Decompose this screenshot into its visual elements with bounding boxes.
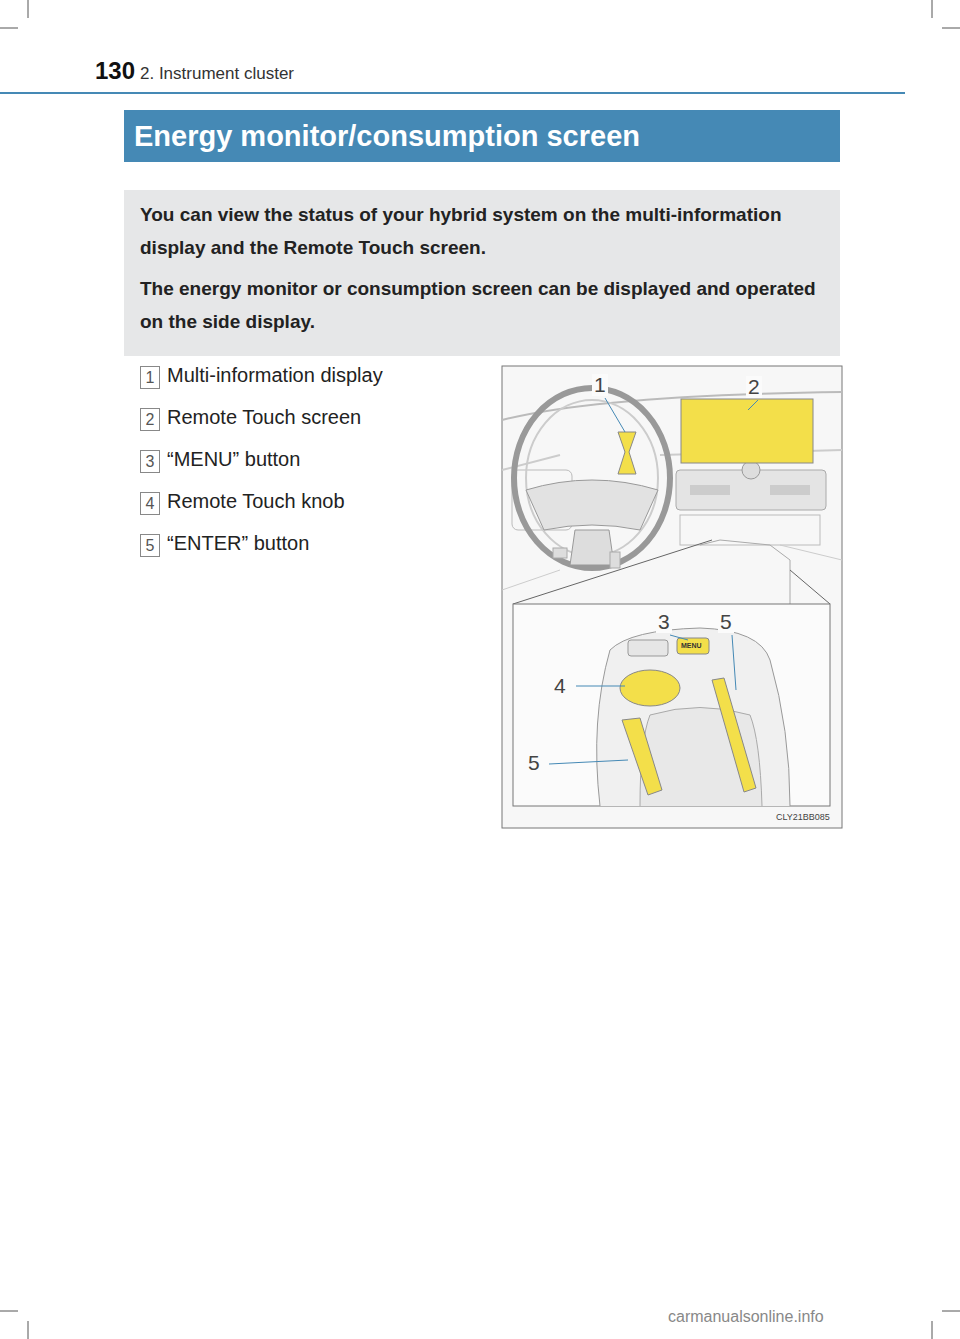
- callout-number: 1: [140, 366, 160, 389]
- callout-number: 1: [592, 374, 608, 396]
- item-text: Multi-information display: [167, 364, 383, 387]
- watermark: carmanualsonline.info: [668, 1308, 824, 1326]
- page-number: 130: [95, 57, 135, 85]
- callout-number: 5: [718, 611, 734, 633]
- item-text: “MENU” button: [167, 448, 300, 471]
- item-text: Remote Touch knob: [167, 490, 345, 513]
- callout-number: 3: [140, 450, 160, 473]
- intro-text: The energy monitor or consumption screen…: [140, 272, 826, 338]
- callout-number: 2: [140, 408, 160, 431]
- callout-number: 3: [656, 611, 672, 633]
- title-band: Energy monitor/consumption screen: [124, 110, 840, 162]
- intro-text: You can view the status of your hybrid s…: [140, 198, 826, 264]
- item-text: Remote Touch screen: [167, 406, 361, 429]
- item-text: “ENTER” button: [167, 532, 309, 555]
- callout-number: 5: [140, 534, 160, 557]
- intro-box: You can view the status of your hybrid s…: [124, 190, 840, 356]
- callout-number: 2: [746, 376, 762, 398]
- figure-code: CLY21BB085: [776, 812, 830, 822]
- section-title: Energy monitor/consumption screen: [124, 110, 840, 162]
- chapter-header: 2. Instrument cluster: [140, 64, 294, 84]
- button-label: MENU: [681, 642, 702, 649]
- callout-number: 5: [526, 752, 542, 774]
- callout-number: 4: [552, 675, 568, 697]
- callout-number: 4: [140, 492, 160, 515]
